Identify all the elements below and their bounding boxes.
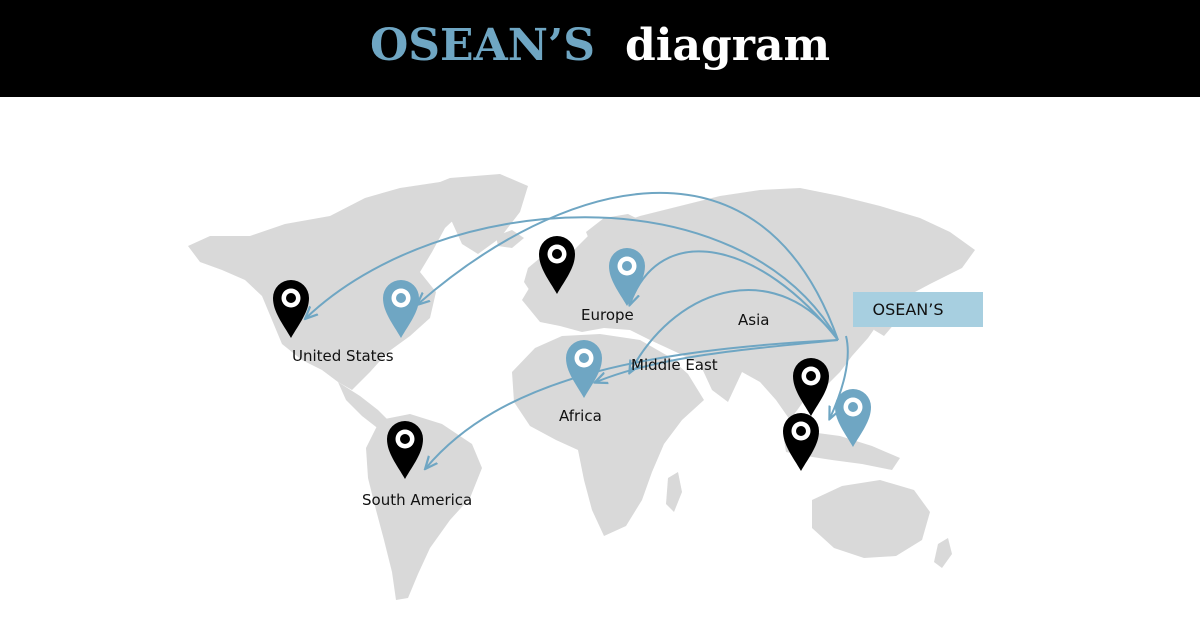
- routes: [306, 192, 849, 468]
- label-united-states: United States: [292, 347, 394, 365]
- central-america: [338, 382, 392, 430]
- route-middle-east: [630, 289, 839, 372]
- route-europe: [630, 250, 839, 341]
- title-brand: OSEAN’S: [369, 20, 596, 71]
- route-southeast-asia: [830, 335, 849, 418]
- label-europe: Europe: [581, 306, 634, 324]
- map-pin-icon: [783, 413, 819, 471]
- north-america: [188, 182, 470, 390]
- label-south-america: South America: [362, 491, 473, 509]
- australia: [812, 480, 930, 558]
- title-word: diagram: [625, 20, 831, 71]
- scandinavia: [586, 214, 648, 270]
- madagascar: [666, 472, 682, 512]
- route-united-states-west: [306, 216, 839, 341]
- page-title: OSEAN’S diagram: [0, 0, 1200, 97]
- africa: [512, 334, 704, 536]
- hub-label-box: OSEAN’S: [853, 292, 983, 327]
- hub-label: OSEAN’S: [872, 300, 944, 319]
- greenland: [420, 174, 528, 254]
- label-africa: Africa: [559, 407, 602, 425]
- label-asia: Asia: [738, 311, 770, 329]
- label-middle-east: Middle East: [631, 356, 718, 374]
- new-zealand: [934, 538, 952, 568]
- route-africa: [596, 339, 839, 382]
- header-bar: [0, 0, 1200, 97]
- route-united-states-east: [418, 192, 839, 341]
